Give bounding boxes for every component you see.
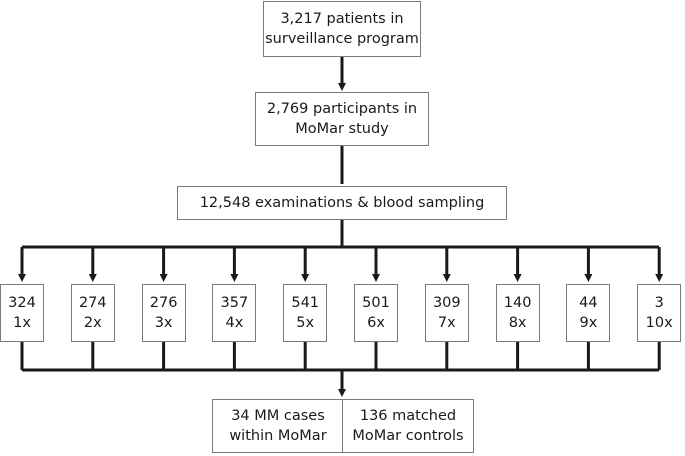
cases-line2: within MoMar (229, 428, 327, 444)
controls-line1: 136 matched (359, 408, 457, 424)
count-frequency: 7x (437, 315, 456, 331)
count-value: 309 (432, 295, 461, 311)
count-frequency: 9x (579, 315, 598, 331)
cases-box: 34 MM cases within MoMar (212, 399, 343, 453)
count-frequency: 4x (225, 315, 244, 331)
patients-line1: 3,217 patients in (280, 11, 404, 27)
count-value: 3 (654, 295, 664, 311)
count-frequency: 1x (13, 315, 31, 331)
controls-line2: MoMar controls (352, 428, 464, 444)
count-frequency: 8x (508, 315, 527, 331)
count-frequency: 6x (367, 315, 385, 331)
participants-line1: 2,769 participants in (266, 101, 418, 117)
count-value: 276 (149, 295, 178, 311)
count-value: 140 (503, 295, 532, 311)
examinations-box: 12,548 examinations & blood sampling (177, 186, 507, 220)
participants-box: 2,769 participants in MoMar study (255, 92, 429, 146)
count-value: 357 (220, 295, 249, 311)
patients-line2: surveillance program (265, 31, 419, 47)
controls-box: 136 matched MoMar controls (342, 399, 474, 453)
patients-box: 3,217 patients in surveillance program (263, 1, 421, 57)
count-value: 501 (362, 295, 390, 311)
count-value: 541 (291, 295, 320, 311)
count-value: 44 (579, 295, 598, 311)
count-value: 274 (78, 295, 107, 311)
participants-line2: MoMar study (295, 121, 389, 137)
cases-line1: 34 MM cases (231, 408, 325, 424)
count-frequency: 5x (296, 315, 315, 331)
count-frequency: 2x (83, 315, 102, 331)
count-value: 324 (8, 295, 36, 311)
count-frequency: 10x (645, 315, 673, 331)
examinations-label: 12,548 examinations & blood sampling (199, 195, 485, 211)
count-frequency: 3x (154, 315, 173, 331)
